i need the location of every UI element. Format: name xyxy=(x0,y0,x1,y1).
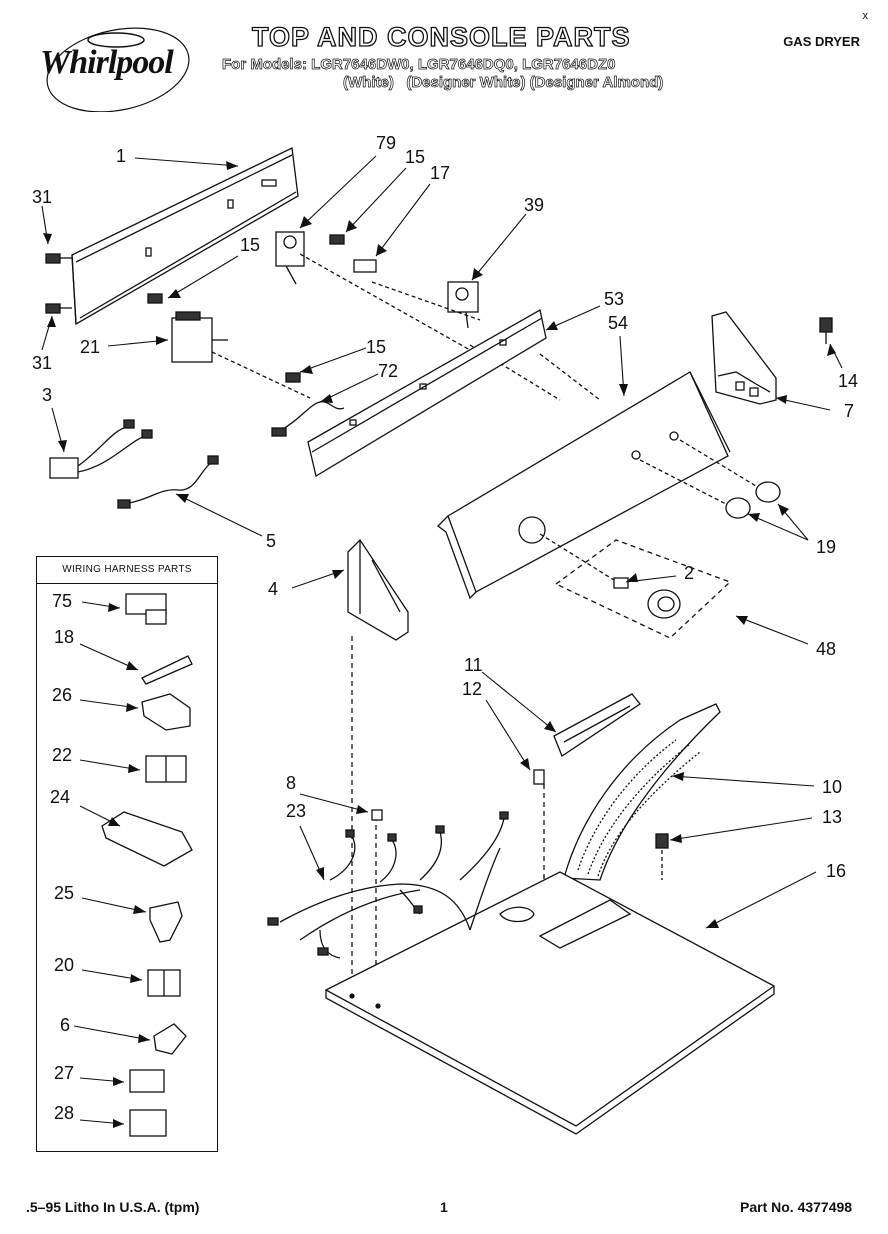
page-title: TOP AND CONSOLE PARTS xyxy=(251,21,631,52)
callout-79: 79 xyxy=(376,133,397,153)
callout-19: 19 xyxy=(816,537,837,557)
harness-callout-28: 28 xyxy=(54,1103,75,1123)
arrowheads xyxy=(43,161,836,928)
footer-part-number: Part No. 4377498 xyxy=(740,1199,853,1215)
terminal-18 xyxy=(141,655,193,685)
connector-25 xyxy=(149,901,183,943)
callout-31-top: 31 xyxy=(32,187,53,207)
connector-6 xyxy=(153,1023,187,1055)
callout-10: 10 xyxy=(822,777,843,797)
knob-assembly-outline xyxy=(554,539,732,639)
callout-3: 3 xyxy=(42,385,53,405)
switch-part xyxy=(275,231,305,285)
corner-mark: x xyxy=(862,10,869,22)
footer-print-info: .5–95 Litho In U.S.A. (tpm) xyxy=(26,1199,200,1215)
callout-12: 12 xyxy=(462,679,483,699)
wiring-harness-parts-box: WIRING HARNESS PARTS xyxy=(36,556,218,1152)
harness-arrowheads xyxy=(108,603,150,1128)
harness-callout-26: 26 xyxy=(52,685,73,705)
callout-1: 1 xyxy=(116,146,127,166)
screw-icon xyxy=(45,253,72,264)
callout-31-bottom: 31 xyxy=(32,353,53,373)
logo-swoosh xyxy=(46,27,190,112)
harness-callout-6: 6 xyxy=(60,1015,71,1035)
callout-15-b: 15 xyxy=(240,235,261,255)
connector-27 xyxy=(129,1069,165,1093)
footer-page-number: 1 xyxy=(440,1199,448,1215)
main-wire-harness-part xyxy=(267,811,509,959)
console-bracket-part xyxy=(307,308,547,478)
callout-2: 2 xyxy=(684,563,695,583)
screw-icon xyxy=(45,303,72,314)
harness-callout-20: 20 xyxy=(54,955,75,975)
lint-screen-part xyxy=(563,703,721,881)
callout-5: 5 xyxy=(266,531,277,551)
callout-16: 16 xyxy=(826,861,847,881)
callout-17: 17 xyxy=(430,163,451,183)
connector-75 xyxy=(125,593,167,625)
harness-callout-75: 75 xyxy=(52,591,73,611)
lint-filter-cover-part xyxy=(553,693,641,757)
model-list: For Models: LGR7646DW0, LGR7646DQ0, LGR7… xyxy=(222,56,616,74)
callout-48: 48 xyxy=(816,639,837,659)
connector-28 xyxy=(129,1109,167,1137)
harness-callout-25: 25 xyxy=(54,883,75,903)
callout-21: 21 xyxy=(80,337,101,357)
harness-callout-22: 22 xyxy=(52,745,73,765)
end-cap-part xyxy=(711,311,777,405)
callout-8: 8 xyxy=(286,773,297,793)
connector-24 xyxy=(101,811,193,867)
callout-23: 23 xyxy=(286,801,307,821)
console-end-cap-part xyxy=(347,538,409,641)
callout-53: 53 xyxy=(604,289,625,309)
harness-callout-24: 24 xyxy=(50,787,71,807)
callout-11: 11 xyxy=(464,655,483,675)
model-colors: (White) (Designer White) (Designer Almon… xyxy=(343,74,664,92)
callout-7: 7 xyxy=(844,401,855,421)
brand-logo: Whirlpool xyxy=(40,44,174,81)
product-type: GAS DRYER xyxy=(783,34,860,49)
timer-part xyxy=(171,311,228,363)
callout-15-a: 15 xyxy=(405,147,426,167)
harness-box-title: WIRING HARNESS PARTS xyxy=(37,557,217,584)
connector-26 xyxy=(141,693,191,731)
harness-callout-18: 18 xyxy=(54,627,75,647)
callout-39: 39 xyxy=(524,195,545,215)
connector-20 xyxy=(147,969,181,997)
callout-13: 13 xyxy=(822,807,843,827)
connector-22 xyxy=(145,755,187,783)
callout-72: 72 xyxy=(378,361,399,381)
callout-14: 14 xyxy=(838,371,859,391)
harness-callout-27: 27 xyxy=(54,1063,75,1083)
switch-part-39 xyxy=(447,281,479,329)
callout-4: 4 xyxy=(268,579,279,599)
callout-54: 54 xyxy=(608,313,629,333)
callout-15-c: 15 xyxy=(366,337,387,357)
console-panel-part xyxy=(447,371,729,593)
